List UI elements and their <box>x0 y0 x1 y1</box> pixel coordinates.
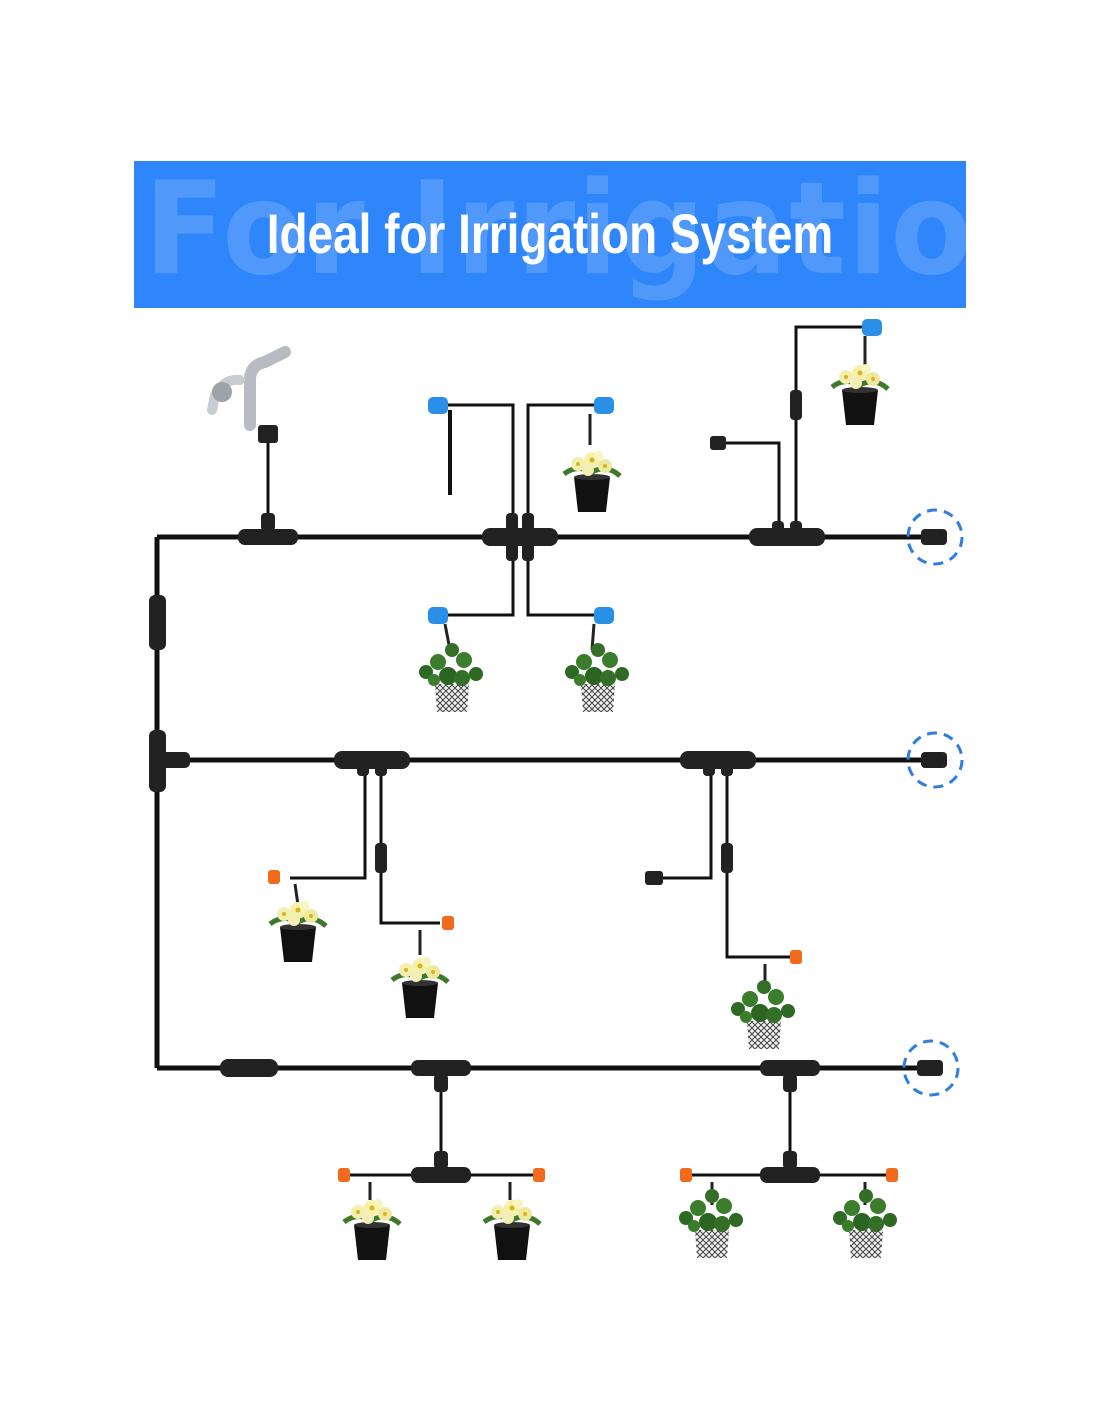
blue-emitters <box>428 319 882 624</box>
inline-coupler <box>220 1059 278 1077</box>
orange-emitter-icon <box>533 1168 545 1182</box>
inline-coupler <box>149 595 166 650</box>
double-tee-connector <box>680 751 756 776</box>
orange-emitter-icon <box>338 1168 350 1182</box>
flower-pot-icon <box>832 364 888 425</box>
leafy-plant-pot-icon <box>419 643 483 712</box>
orange-emitter-icon <box>790 950 802 964</box>
orange-emitter-icon <box>268 870 280 884</box>
cross-connector <box>482 513 558 561</box>
blue-emitter-icon <box>594 607 614 624</box>
flower-pot-icon <box>344 1199 400 1260</box>
faucet-icon <box>207 346 291 443</box>
double-tee-connector <box>749 521 825 546</box>
blue-emitter-icon <box>428 607 448 624</box>
orange-emitters <box>268 870 898 1182</box>
flower-pot-icon <box>484 1199 540 1260</box>
orange-emitter-icon <box>442 916 454 930</box>
inline-coupler <box>790 390 802 420</box>
blue-emitter-icon <box>428 397 448 414</box>
faucet-tee-connector <box>238 513 298 545</box>
blue-emitter-icon <box>594 397 614 414</box>
leafy-plant-pot-icon <box>833 1189 897 1258</box>
pipe-network <box>154 534 935 1071</box>
tee-connector <box>760 1060 820 1092</box>
tee-connector <box>411 1151 471 1183</box>
blue-emitter-icon <box>862 319 882 336</box>
tee-connector <box>411 1060 471 1092</box>
double-tee-connector <box>334 751 410 776</box>
tee-connector <box>149 730 190 792</box>
title-banner: For Irrigation Ideal for Irrigation Syst… <box>134 161 966 308</box>
banner-title: Ideal for Irrigation System <box>266 202 834 265</box>
orange-emitter-icon <box>886 1168 898 1182</box>
flower-pot-icon <box>392 957 448 1018</box>
inline-coupler <box>721 843 733 873</box>
flower-pot-icon <box>564 451 620 512</box>
leafy-plant-pot-icon <box>679 1189 743 1258</box>
leafy-plant-pot-icon <box>565 643 629 712</box>
end-plug <box>645 871 663 885</box>
leafy-plant-pot-icon <box>731 980 795 1049</box>
banner-watermark: For Irrigation <box>144 161 966 304</box>
inline-coupler <box>375 843 387 873</box>
end-plug <box>710 436 726 450</box>
flower-pot-icon <box>270 901 326 962</box>
tee-connector <box>760 1151 820 1183</box>
orange-emitter-icon <box>680 1168 692 1182</box>
